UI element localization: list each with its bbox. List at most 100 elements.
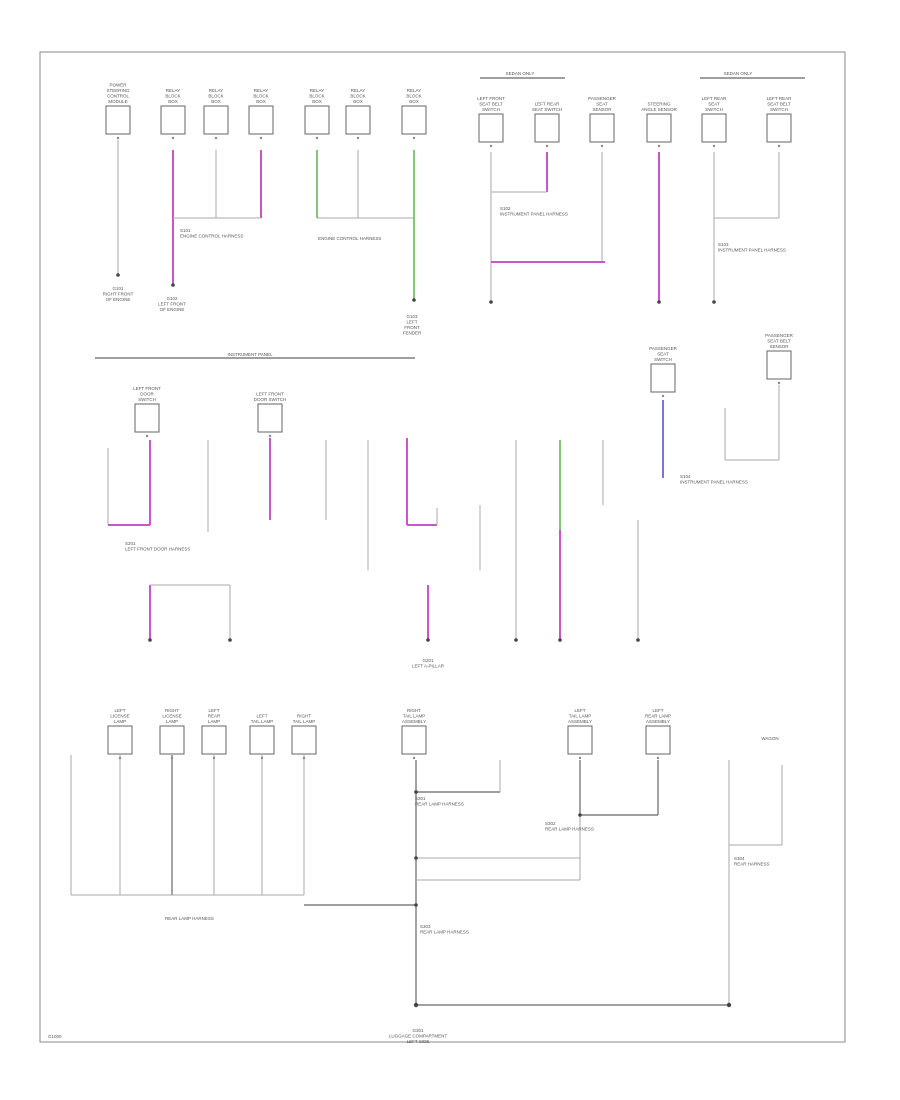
component-c2	[160, 105, 186, 135]
component-pin-c7	[412, 136, 416, 140]
component-pin-c11	[657, 144, 661, 148]
component-c19	[159, 725, 185, 755]
components-layer	[105, 105, 792, 760]
component-pin-c12	[712, 144, 716, 148]
component-pin-c17	[777, 381, 781, 385]
component-c21	[249, 725, 275, 755]
wiring-top-right	[490, 152, 780, 302]
component-c12	[701, 113, 727, 143]
component-pin-c25	[656, 756, 660, 760]
splice-note-8: REAR LAMP HARNESS	[165, 916, 214, 921]
component-pin-c23	[412, 756, 416, 760]
splice-note-1: ENGINE CONTROL HARNESS	[318, 236, 381, 241]
component-pin-c15	[268, 434, 272, 438]
component-pin-c5	[315, 136, 319, 140]
component-pin-c4	[259, 136, 263, 140]
component-c17	[766, 350, 792, 380]
component-pin-c21	[260, 756, 264, 760]
component-c6	[345, 105, 371, 135]
section-label-3: WAGON	[761, 736, 778, 741]
component-c24	[567, 725, 593, 755]
ground-symbols	[116, 273, 732, 1008]
component-c18	[107, 725, 133, 755]
component-c23	[401, 725, 427, 755]
component-pin-c20	[212, 756, 216, 760]
component-c10	[589, 113, 615, 143]
diagram-frame	[39, 51, 846, 1043]
component-pin-c16	[661, 394, 665, 398]
component-c20	[201, 725, 227, 755]
wiring-mid	[107, 385, 780, 640]
component-c3	[203, 105, 229, 135]
component-pin-c13	[777, 144, 781, 148]
wiring-top-left	[117, 140, 415, 300]
component-c14	[134, 403, 160, 433]
component-pin-c24	[578, 756, 582, 760]
component-c25	[645, 725, 671, 755]
component-c1	[105, 105, 131, 135]
component-pin-c1	[116, 136, 120, 140]
component-pin-c14	[145, 434, 149, 438]
component-c22	[291, 725, 317, 755]
component-c16	[650, 363, 676, 393]
component-c5	[304, 105, 330, 135]
component-c9	[534, 113, 560, 143]
wiring-bottom	[70, 755, 783, 1006]
component-pin-c10	[600, 144, 604, 148]
section-label-1: SEDAN ONLY	[724, 71, 753, 76]
component-c11	[646, 113, 672, 143]
component-pin-c9	[545, 144, 549, 148]
section-label-2: INSTRUMENT PANEL	[227, 352, 273, 357]
component-pin-c18	[118, 756, 122, 760]
component-pin-c2	[171, 136, 175, 140]
component-c7	[401, 105, 427, 135]
component-pin-c8	[489, 144, 493, 148]
component-c13	[766, 113, 792, 143]
footer-code: G1000	[48, 1034, 62, 1039]
component-c15	[257, 403, 283, 433]
component-c4	[248, 105, 274, 135]
component-pin-c22	[302, 756, 306, 760]
component-pin-c19	[170, 756, 174, 760]
